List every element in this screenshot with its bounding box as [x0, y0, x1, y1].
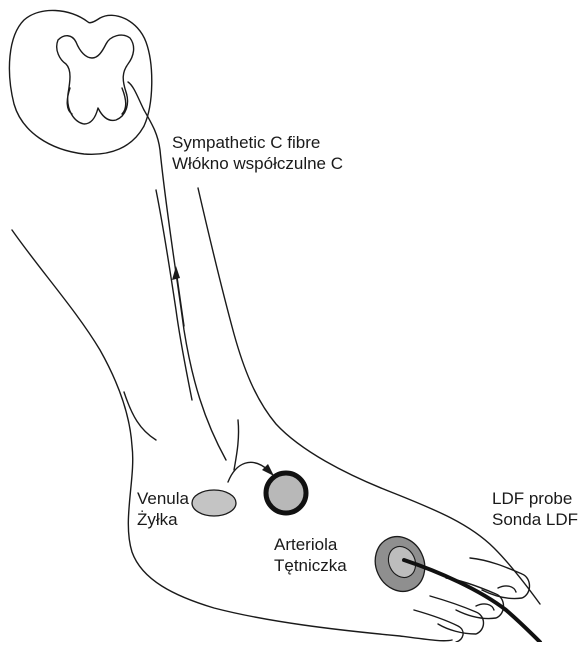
probe-label: LDF probe Sonda LDF: [492, 488, 578, 530]
heel-curve: [234, 420, 239, 470]
fibre-label: Sympathetic C fibre Włókno współczulne C: [172, 132, 343, 174]
arteriole-label: Arteriola Tętniczka: [274, 534, 347, 576]
venule-ellipse: [192, 490, 236, 516]
ankle-crease: [124, 392, 156, 440]
venule-label: Venula Żyłka: [137, 488, 189, 530]
fibre-label-pl: Włókno współczulne C: [172, 153, 343, 174]
spinal-cord: [9, 10, 151, 154]
probe-label-en: LDF probe: [492, 488, 578, 509]
leg-front-outline: [198, 188, 540, 604]
arteriole-circle: [266, 473, 306, 513]
leg-shin-line: [156, 190, 192, 400]
probe-label-pl: Sonda LDF: [492, 509, 578, 530]
spinal-cord-outline: [9, 10, 151, 154]
arteriole-label-en: Arteriola: [274, 534, 347, 555]
fibre-label-en: Sympathetic C fibre: [172, 132, 343, 153]
ldf-probe: [366, 528, 540, 642]
venule-label-en: Venula: [137, 488, 189, 509]
venule-label-pl: Żyłka: [137, 509, 189, 530]
arteriole-label-pl: Tętniczka: [274, 555, 347, 576]
spinal-cord-grey-matter: [57, 35, 134, 124]
